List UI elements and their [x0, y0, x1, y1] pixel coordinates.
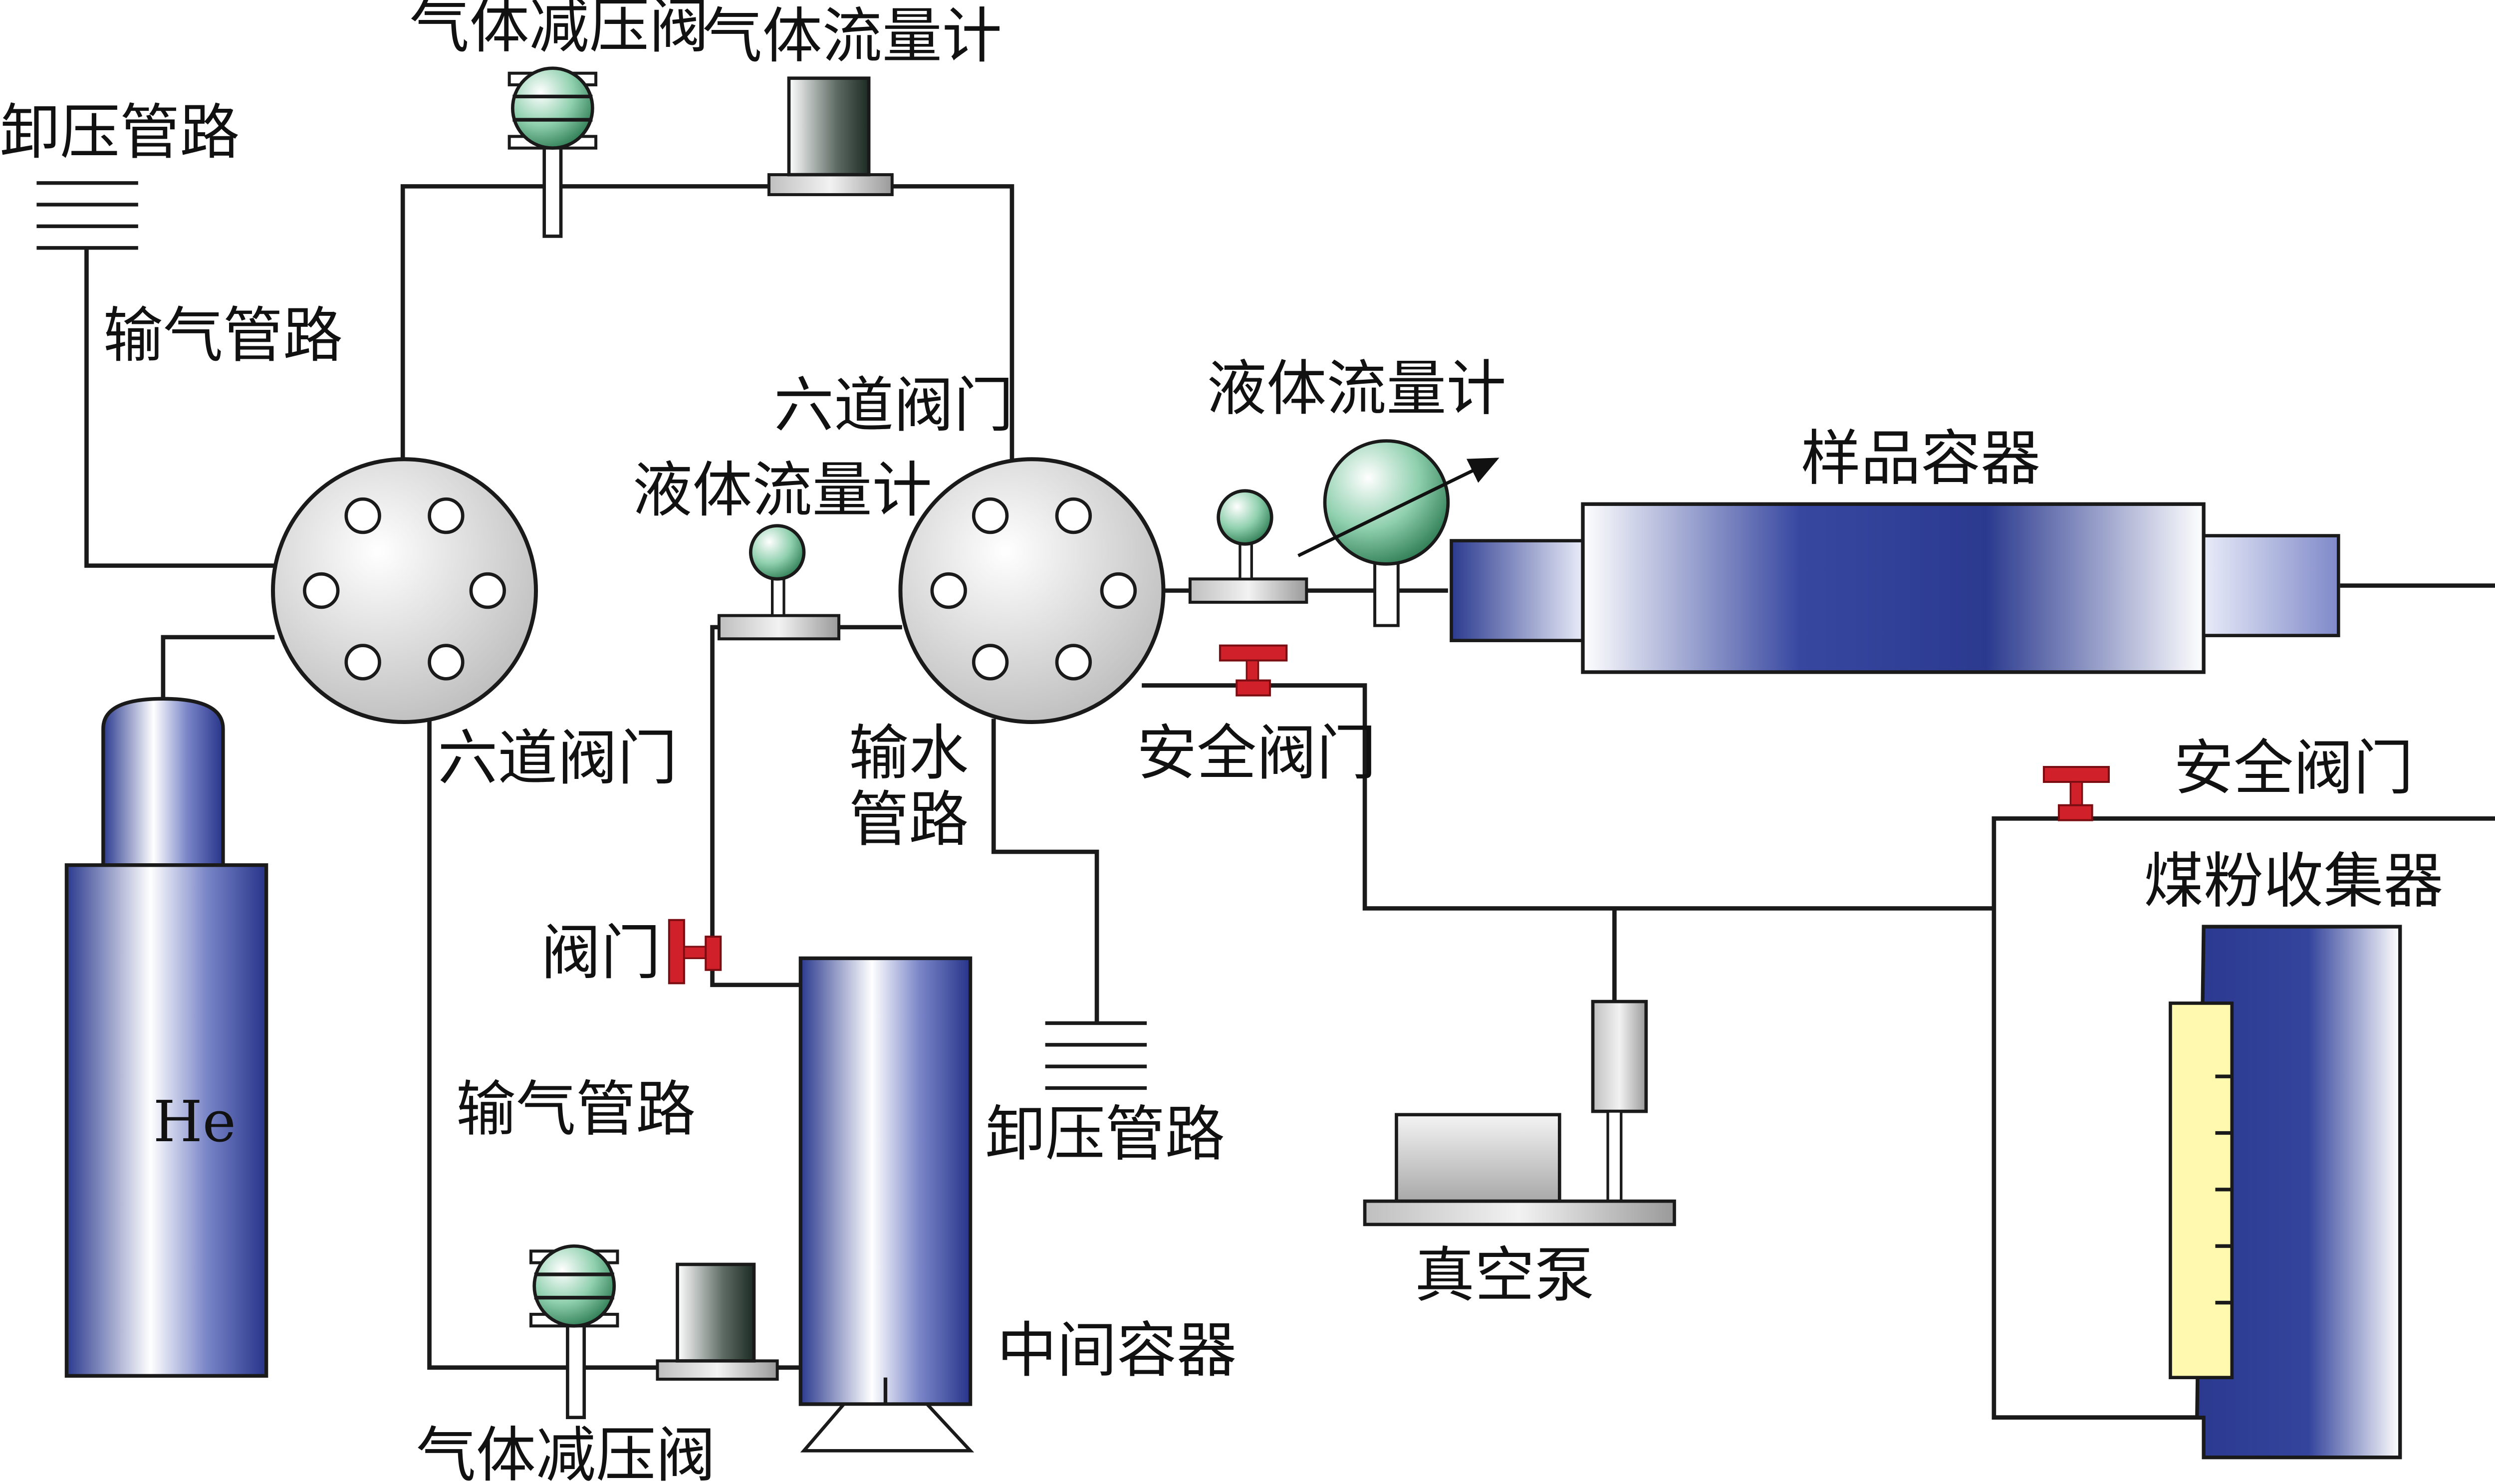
- label-helium: He: [153, 1089, 236, 1155]
- sample-container: [1450, 502, 2340, 674]
- liquid-flowmeter-left: [717, 524, 841, 641]
- helium-feed-pipe: [161, 635, 275, 699]
- safety-valve-right[interactable]: [2042, 766, 2110, 821]
- vent-line-top-left-pipe: [84, 249, 275, 568]
- label-intermediate-container: 中间容器: [997, 1316, 1237, 1385]
- label-vacuum-pump: 真空泵: [1415, 1241, 1594, 1310]
- label-vent-line-top-left: 卸压管路: [0, 98, 240, 168]
- gas-reducer-bottom[interactable]: [529, 1244, 619, 1419]
- label-liquid-flowmeter-right: 液体流量计: [1207, 354, 1506, 424]
- liquid-flowmeter-right: [1297, 439, 1499, 627]
- collector-graduated-scale: [2169, 1001, 2234, 1379]
- label-six-way-valve-right: 六道阀门: [774, 371, 1013, 441]
- vacuum-pump[interactable]: [1363, 999, 1676, 1227]
- label-vent-line-bottom: 卸压管路: [986, 1100, 1225, 1169]
- label-liquid-flowmeter-left: 液体流量计: [632, 456, 932, 525]
- label-water-line-1: 输水: [849, 719, 969, 788]
- label-safety-valve-center: 安全阀门: [1137, 719, 1376, 788]
- safety-valve-center[interactable]: [1219, 644, 1288, 697]
- intermediate-container: [798, 956, 975, 1453]
- label-water-line-2: 管路: [849, 785, 969, 855]
- top-loop-pipe: [400, 184, 1014, 461]
- label-gas-line-upper: 输气管路: [103, 301, 343, 371]
- label-gas-reducer-top: 气体减压阀: [410, 0, 709, 61]
- flow-indicator-arrow: [1297, 458, 1499, 557]
- label-valve: 阀门: [541, 918, 661, 988]
- scale-ticks: [2215, 1074, 2232, 1305]
- label-safety-valve-right: 安全阀门: [2174, 734, 2413, 803]
- label-coal-collector: 煤粉收集器: [2144, 847, 2443, 916]
- label-water-line: 输水 管路: [849, 719, 988, 854]
- six-way-valve-right[interactable]: [898, 457, 1166, 724]
- gas-reducer-top[interactable]: [507, 66, 598, 238]
- gas-flowmeter-bottom: [656, 1262, 779, 1381]
- water-vent-pipe: [991, 719, 1099, 1023]
- six-way-valve-left[interactable]: [271, 457, 538, 724]
- label-sample-container: 样品容器: [1801, 424, 2040, 494]
- label-gas-flowmeter-top: 气体流量计: [703, 1, 1002, 71]
- gas-flowmeter-top: [767, 76, 894, 197]
- vent-line-bottom: [1045, 1021, 1147, 1090]
- coal-powder-collector: [2169, 925, 2402, 1460]
- label-gas-reducer-bottom: 气体减压阀: [416, 1421, 716, 1484]
- helium-cylinder: [64, 697, 268, 1378]
- label-gas-line-lower: 输气管路: [456, 1075, 696, 1144]
- liquid-flowmeter-right-small: [1188, 489, 1308, 604]
- vent-line-top-left: [36, 181, 138, 250]
- label-six-way-valve-left: 六道阀门: [438, 724, 677, 793]
- sample-outlet-pipe: [1992, 583, 2495, 1420]
- hand-valve[interactable]: [668, 919, 722, 985]
- labels: 卸压管路 输气管路 气体减压阀 气体流量计 六道阀门 液体流量计 液体流量计 样…: [0, 0, 2443, 1484]
